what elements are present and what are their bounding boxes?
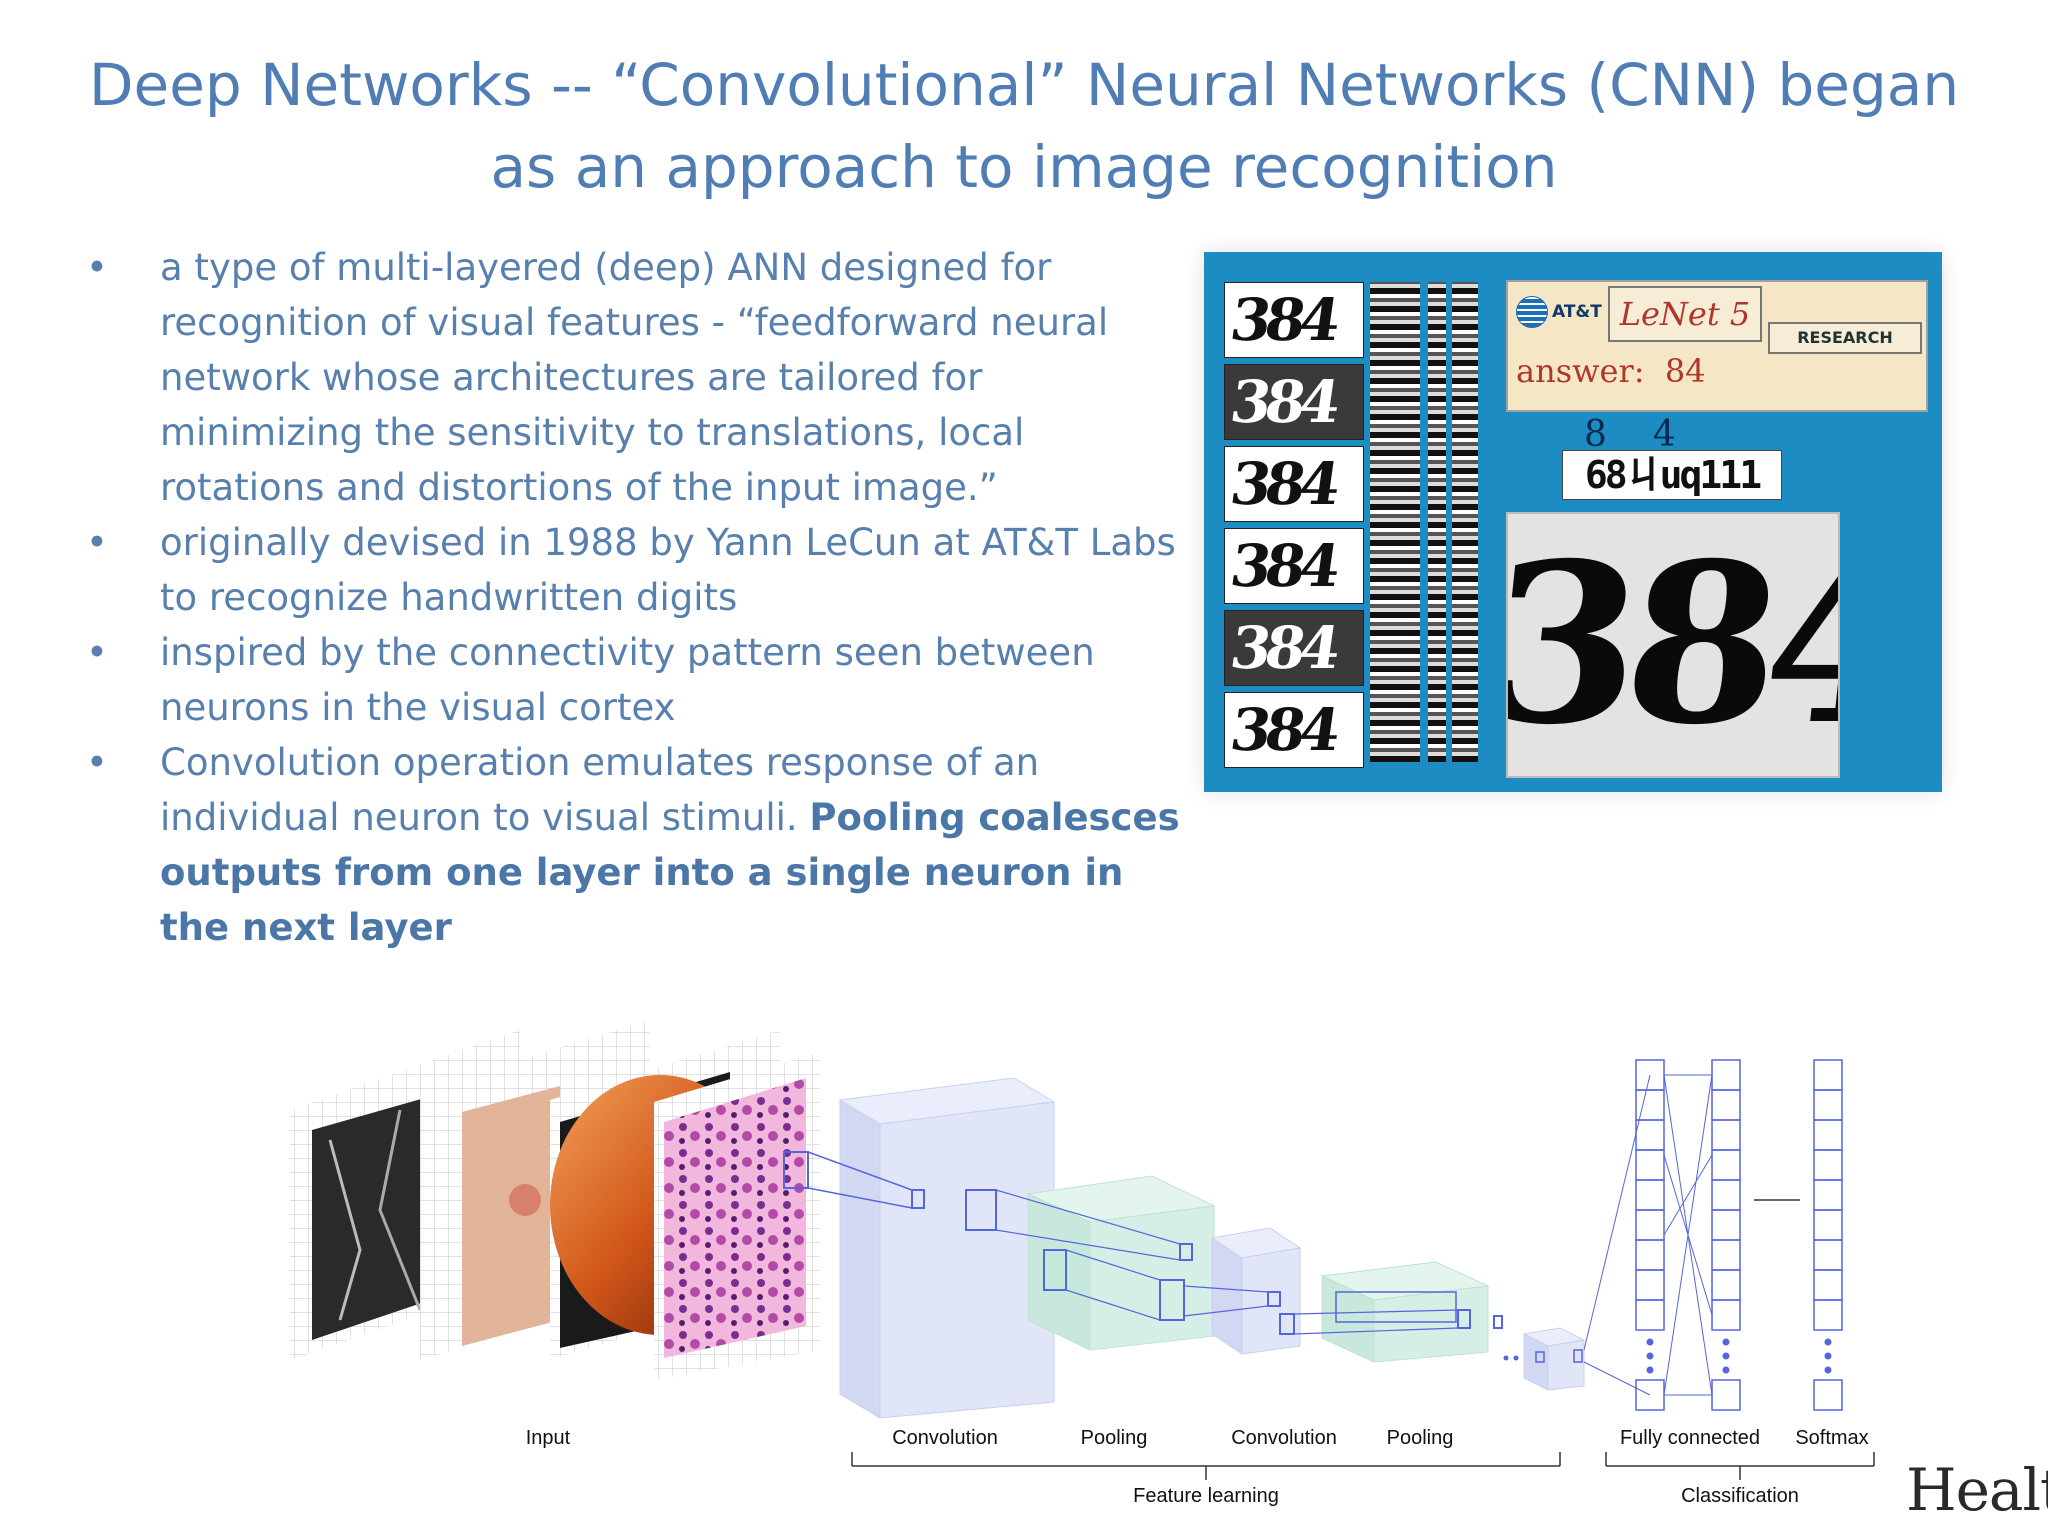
conv-block-2 (1183, 1227, 1302, 1355)
feature-map-strip (1370, 282, 1420, 762)
bullet-text: a type of multi-layered (deep) ANN desig… (160, 246, 1109, 509)
softmax-column (1813, 1059, 1843, 1411)
bullet-list: • a type of multi-layered (deep) ANN desi… (80, 240, 1190, 955)
label-fully-connected: Fully connected (1620, 1427, 1760, 1449)
bullet-text: originally devised in 1988 by Yann LeCun… (160, 521, 1176, 619)
answer-readout: answer: 84 (1516, 352, 1706, 390)
label-feature-learning: Feature learning (1133, 1485, 1279, 1507)
bullet-dot-icon: • (86, 631, 108, 674)
digit-tile: 384 (1224, 364, 1364, 440)
bullet-dot-icon: • (86, 741, 108, 784)
bullet-text: inspired by the connectivity pattern see… (160, 631, 1095, 729)
label-convolution-1: Convolution (892, 1427, 998, 1449)
label-classification: Classification (1681, 1485, 1799, 1507)
large-input-digits: 384 (1506, 512, 1840, 778)
input-image-stack (290, 1020, 820, 1380)
fully-connected-layers (1583, 1059, 1843, 1411)
research-label: RESEARCH (1768, 322, 1922, 354)
digit-tile: 384 (1224, 610, 1364, 686)
lenet-name: LeNet 5 (1608, 286, 1762, 342)
bullet-item: • originally devised in 1988 by Yann LeCu… (80, 515, 1190, 625)
bullet-dot-icon: • (86, 521, 108, 564)
bullet-item: • a type of multi-layered (deep) ANN desi… (80, 240, 1190, 515)
feature-map-strip (1428, 282, 1446, 762)
label-pooling-1: Pooling (1081, 1427, 1148, 1449)
label-input: Input (526, 1427, 571, 1449)
pool-block-2 (1293, 1261, 1529, 1363)
cnn-architecture-diagram: Input Convolution Pooling Convolution Po… (290, 1020, 1875, 1507)
feature-learning-bracket (851, 1452, 1561, 1480)
bullet-item: • inspired by the connectivity pattern se… (80, 625, 1190, 735)
health-logo: Health (1906, 1456, 2048, 1524)
flatten-block (1522, 1327, 1586, 1391)
att-logo: AT&T (1516, 296, 1602, 328)
digit-tile: 384 (1224, 446, 1364, 522)
pool-block-1 (965, 1175, 1216, 1351)
label-convolution-2: Convolution (1231, 1427, 1337, 1449)
att-globe-icon (1516, 296, 1548, 328)
label-pooling-2: Pooling (1387, 1427, 1454, 1449)
conv-block-1 (807, 1077, 1056, 1419)
classification-bracket (1605, 1452, 1875, 1480)
digit-tile: 384 (1224, 692, 1364, 768)
label-softmax: Softmax (1795, 1427, 1868, 1449)
digit-tile: 384 (1224, 282, 1364, 358)
fc-column-2 (1711, 1059, 1741, 1411)
bullet-text: Convolution operation emulates response … (160, 741, 1040, 839)
digit-tile: 384 (1224, 528, 1364, 604)
feature-map-strip (1452, 282, 1478, 762)
title-line-2: as an approach to image recognition (490, 133, 1558, 201)
digit-sequence: 68ㄐuq111 (1562, 450, 1782, 500)
lenet-header: AT&T LeNet 5 RESEARCH answer: 84 (1506, 280, 1928, 412)
bullet-dot-icon: • (86, 246, 108, 289)
recognized-digits: 84 (1584, 414, 1722, 455)
slide-title: Deep Networks -- “Convolutional” Neural … (60, 44, 1988, 208)
lenet-demo-image: 384 384 384 384 384 384 AT&T LeNet 5 RES… (1204, 252, 1942, 792)
bullet-item: • Convolution operation emulates response… (80, 735, 1190, 955)
title-line-1: Deep Networks -- “Convolutional” Neural … (88, 51, 1960, 119)
input-tiles: 384 384 384 384 384 384 (1224, 282, 1364, 774)
fc-column-1 (1635, 1059, 1665, 1411)
bullet-bold-text: Pooling coalesces outputs from one layer… (160, 796, 1180, 949)
